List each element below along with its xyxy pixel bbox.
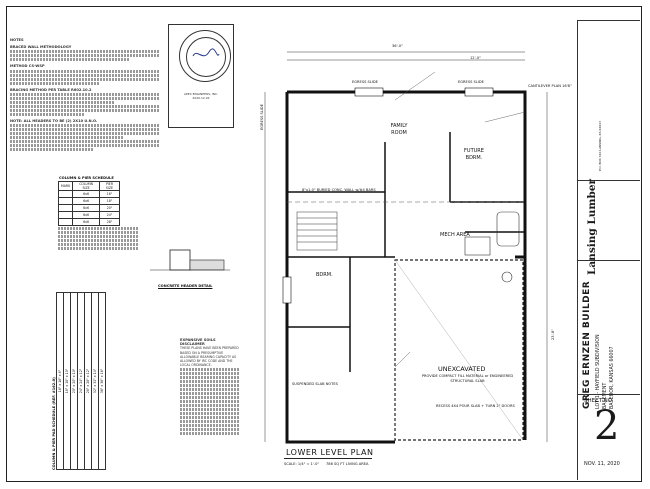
table-cell: 24" x 24" x 12" bbox=[77, 292, 85, 470]
disclaimer-title: EXPANSIVE SOILS DISCLAIMER bbox=[180, 338, 216, 347]
header-detail-title: CONCRETE HEADER DETAIL bbox=[158, 284, 213, 288]
sheet-number: 2 bbox=[594, 403, 620, 449]
table-cell: 28" bbox=[98, 218, 121, 226]
plan-area: 786 SQ FT LIVING AREA bbox=[326, 462, 369, 466]
title-block-address: P.O. BOX 340 LANSING, KS 66043 bbox=[598, 121, 602, 171]
sheet-cell: SHEET NO. 2 NOV. 11, 2020 bbox=[578, 394, 640, 480]
room-family: FAMILY ROOM bbox=[390, 123, 408, 136]
engineer-stamp-box bbox=[168, 24, 234, 128]
dim-sub: 12'-0" bbox=[470, 56, 481, 60]
engineer-stamp-text: APEX ENGINEERS, INC. 2020.12.02 bbox=[170, 92, 232, 100]
floor-plan-drawing bbox=[264, 51, 548, 444]
table-cell bbox=[57, 211, 74, 219]
room-bdrm: BDRM. bbox=[316, 272, 333, 278]
table-cell: 16" x 16" x 8" bbox=[56, 292, 64, 470]
table-cell: 36" x 36" x 16" bbox=[98, 292, 106, 470]
column-schedule-title: COLUMN & PIER SCHEDULE bbox=[59, 176, 114, 180]
table-cell: 6x6 bbox=[72, 218, 100, 226]
general-notes: NOTES BRACED WALL METHODOLOGY METHOD CS-… bbox=[10, 10, 240, 480]
column-header-size: COLUMN SIZE bbox=[72, 181, 100, 191]
title-block-notes: P.O. BOX 340 LANSING, KS 66043 bbox=[578, 20, 640, 180]
table-cell bbox=[57, 218, 74, 226]
schedule-notes bbox=[58, 226, 138, 266]
sheet-label: SHEET NO. bbox=[584, 398, 614, 404]
column-header-pier: PIER SIZE bbox=[98, 181, 121, 191]
headers-note: NOTE: ALL HEADERS TO BE (2) 2X10 U.N.O. bbox=[10, 118, 98, 123]
room-unexcavated: UNEXCAVATED bbox=[438, 365, 486, 373]
egress-label-3: EGRESS SLIDE bbox=[260, 104, 264, 130]
table-cell: 6x6 bbox=[72, 197, 100, 205]
seal-date: 2020.12.02 bbox=[192, 96, 210, 100]
cantilever-note: CANTILEVER PLAN 16'8" bbox=[528, 84, 572, 88]
notes-title: NOTES bbox=[10, 38, 24, 42]
dim-top: 36'-0" bbox=[392, 44, 403, 48]
table-cell: 16" bbox=[98, 190, 121, 198]
room-mech: MECH AREA bbox=[440, 232, 470, 238]
column-header-mark: MARK bbox=[57, 181, 74, 191]
disclaimer-text: THESE PLANS HAVE BEEN PREPARED BASED ON … bbox=[180, 346, 239, 368]
sheet-border bbox=[6, 6, 642, 482]
engineer-seal bbox=[179, 30, 231, 82]
table-cell: 18" bbox=[98, 197, 121, 205]
sheet-date: NOV. 11, 2020 bbox=[584, 461, 620, 467]
plan-scale: SCALE: 1/4" = 1'-0" bbox=[284, 462, 320, 466]
pad-schedule: COLUMN & PIER PAD SCHEDULE (REF. #162.0)… bbox=[52, 292, 106, 470]
egress-label-1: EGRESS SLIDE bbox=[352, 80, 378, 84]
table-cell: 6x6 bbox=[72, 204, 100, 212]
room-future-bdrm: FUTURE BDRM. bbox=[464, 148, 484, 161]
slab-notes: SUSPENDED SLAB NOTES bbox=[292, 382, 338, 386]
methods-title: METHOD CS-WSP bbox=[10, 64, 45, 69]
bracing-note: BRACING METHOD PER TABLE R602.10.2 bbox=[10, 87, 92, 92]
header-detail-drawing bbox=[150, 249, 230, 271]
table-cell: 24" bbox=[98, 211, 121, 219]
braced-wall-title: BRACED WALL METHODOLOGY bbox=[10, 45, 72, 50]
table-cell bbox=[57, 190, 74, 198]
title-block: P.O. BOX 340 LANSING, KS 66043 Lansing L… bbox=[577, 20, 640, 480]
expansive-soils-disclaimer: EXPANSIVE SOILS DISCLAIMER THESE PLANS H… bbox=[180, 335, 240, 465]
table-cell: 18" x 18" x 10" bbox=[63, 292, 71, 470]
table-cell: 28" x 28" x 12" bbox=[84, 292, 92, 470]
builder-name: GREG ERNZEN BUILDER bbox=[582, 280, 592, 409]
unexcavated-note: PROVIDE COMPACT FILL MATERIAL or ENGINEE… bbox=[421, 374, 514, 383]
seal-engineer-name: APEX ENGINEERS, INC. bbox=[183, 92, 219, 96]
dim-side: 23'-8" bbox=[551, 329, 555, 340]
table-cell: 20" bbox=[98, 204, 121, 212]
beam-note: 8"x1-0" BURIED CONC. WALL w/#4 BARS bbox=[302, 188, 376, 192]
table-cell bbox=[57, 204, 74, 212]
table-cell: 32" x 32" x 14" bbox=[91, 292, 99, 470]
company-cell: Lansing Lumber bbox=[578, 179, 640, 280]
recess-note: RECESS 4X4 POUR SLAB + TURN 2" DOORS bbox=[436, 404, 515, 408]
table-cell bbox=[57, 197, 74, 205]
table-cell: 20" x 20" x 10" bbox=[70, 292, 78, 470]
plan-title-underline bbox=[284, 458, 372, 459]
plan-title: LOWER LEVEL PLAN bbox=[286, 448, 374, 457]
project-cell: GREG ERNZEN BUILDER LOT 1 - HAYFIELD SUB… bbox=[578, 260, 640, 415]
table-cell: 6x6 bbox=[72, 190, 100, 198]
egress-label-2: EGRESS SLIDE bbox=[458, 80, 484, 84]
table-cell: 6x6 bbox=[72, 211, 100, 219]
